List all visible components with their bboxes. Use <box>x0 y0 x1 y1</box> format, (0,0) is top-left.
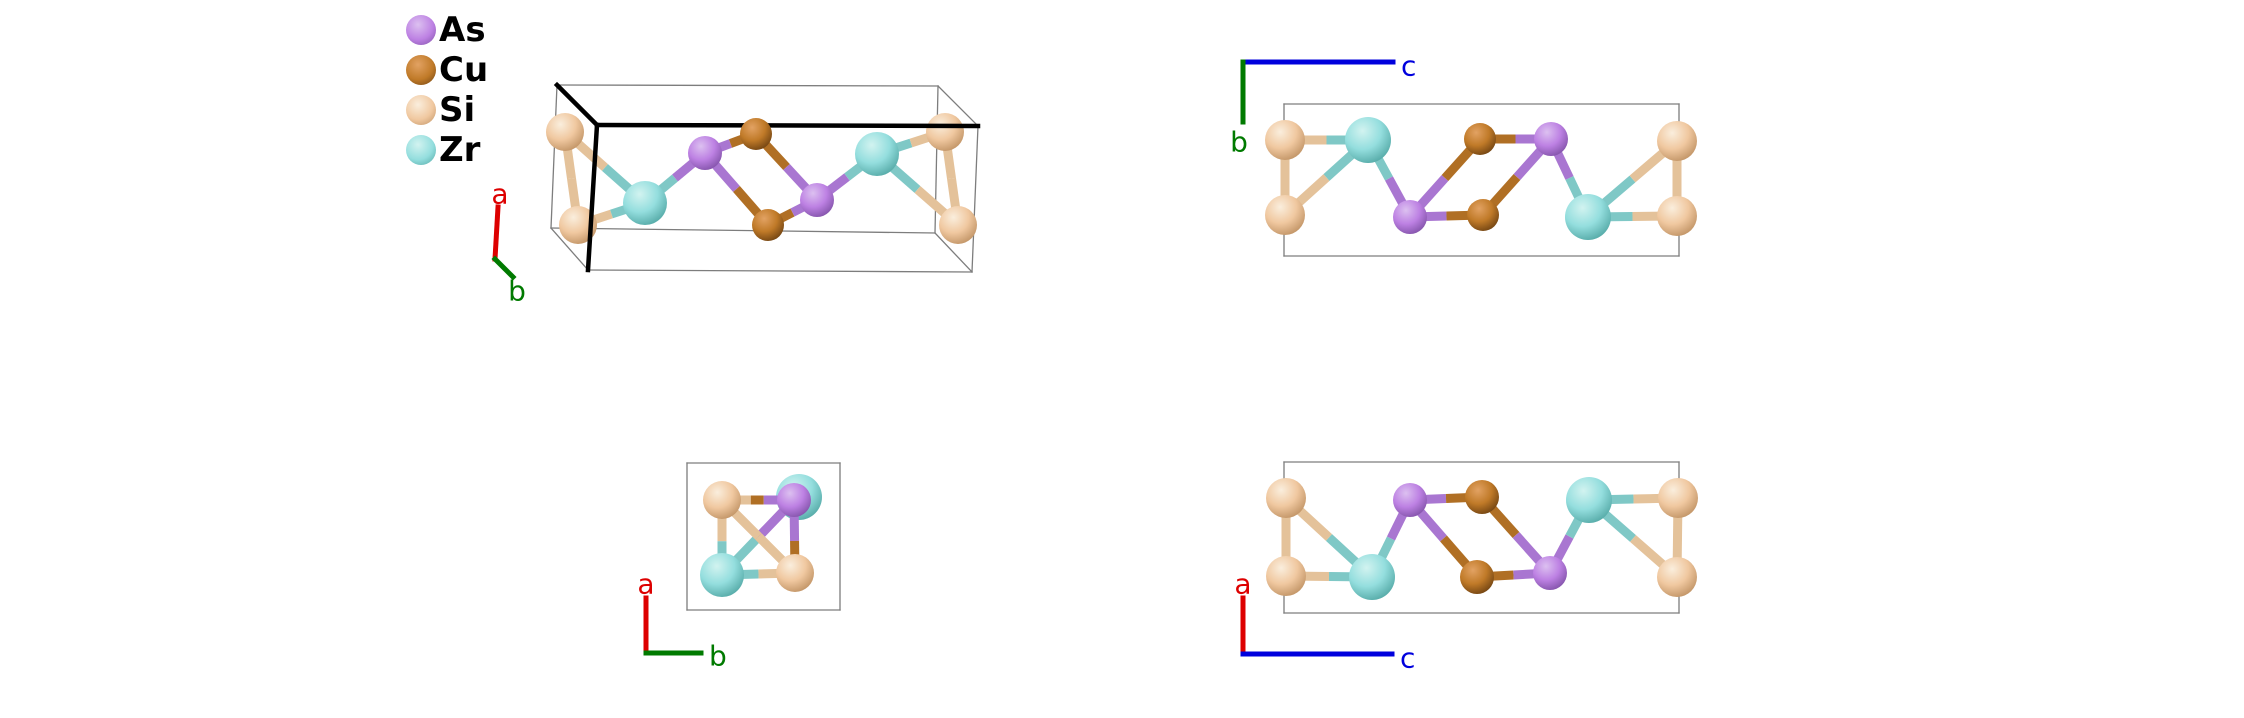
atom-cu <box>740 118 772 150</box>
atom-cu <box>752 209 784 241</box>
cell-edge <box>937 85 979 127</box>
atom-si <box>559 206 597 244</box>
atom-as <box>1393 483 1427 517</box>
atom-si <box>703 481 741 519</box>
axis-c-label: c <box>1401 50 1416 83</box>
cell-edge <box>971 125 979 273</box>
atom-si <box>1658 478 1698 518</box>
atom-zr <box>1566 477 1612 523</box>
legend-item-si: Si <box>406 90 488 130</box>
element-legend: As Cu Si Zr <box>406 10 488 170</box>
atom-si <box>1266 556 1306 596</box>
atom-zr <box>1345 117 1391 163</box>
axis-b-line <box>491 255 517 281</box>
legend-item-cu: Cu <box>406 50 488 90</box>
atom-si <box>1265 195 1305 235</box>
atom-si <box>926 113 964 151</box>
legend-label-zr: Zr <box>439 130 481 170</box>
panel-projection-bc: cb <box>1230 50 1697 257</box>
atom-cu <box>1464 123 1496 155</box>
atom-as <box>1534 122 1568 156</box>
legend-label-cu: Cu <box>439 50 489 90</box>
cell-edge <box>587 269 973 273</box>
axis-c-label: c <box>1400 642 1415 675</box>
cell-edge-origin <box>594 122 981 129</box>
as-sphere-swatch <box>406 15 436 45</box>
panel-projection-ab: ab <box>637 462 841 673</box>
atom-zr <box>623 181 667 225</box>
axis-b-label: b <box>709 640 727 673</box>
atom-as <box>777 483 811 517</box>
atom-si <box>1657 557 1697 597</box>
panel-perspective-ab: ab <box>491 81 981 308</box>
atom-si <box>546 113 584 151</box>
atom-cu <box>1460 560 1494 594</box>
axis-a-label: a <box>637 568 654 601</box>
atom-as <box>800 183 834 217</box>
atom-cu <box>1465 480 1499 514</box>
cell-edge <box>550 84 558 229</box>
legend-item-as: As <box>406 10 488 50</box>
atom-si <box>1266 478 1306 518</box>
cell-edge <box>556 84 939 87</box>
atom-as <box>1393 200 1427 234</box>
atom-zr <box>1349 554 1395 600</box>
axis-b-label: b <box>1230 126 1248 159</box>
legend-item-zr: Zr <box>406 130 488 170</box>
cell-edge <box>550 227 936 234</box>
panel-projection-ac: ac <box>1234 461 1698 675</box>
atom-si <box>776 554 814 592</box>
axis-a-label: a <box>491 178 508 211</box>
atom-cu <box>1467 199 1499 231</box>
atom-zr <box>855 132 899 176</box>
cell-edge <box>934 232 973 273</box>
atom-si <box>1657 121 1697 161</box>
atom-si <box>1657 196 1697 236</box>
si-sphere-swatch <box>406 95 436 125</box>
atom-zr <box>700 553 744 597</box>
cu-sphere-swatch <box>406 55 436 85</box>
atom-as <box>1533 556 1567 590</box>
atom-si <box>1265 120 1305 160</box>
cell-edge-origin <box>553 81 601 129</box>
axis-a-line <box>492 204 501 262</box>
atom-as <box>688 136 722 170</box>
atom-zr <box>1565 194 1611 240</box>
zr-sphere-swatch <box>406 135 436 165</box>
axis-b-label: b <box>508 275 526 308</box>
axis-a-label: a <box>1234 568 1251 601</box>
legend-label-si: Si <box>439 90 476 130</box>
cell-edge <box>550 227 589 271</box>
atom-si <box>939 206 977 244</box>
legend-label-as: As <box>439 10 486 50</box>
cell-edge-origin <box>585 122 600 273</box>
